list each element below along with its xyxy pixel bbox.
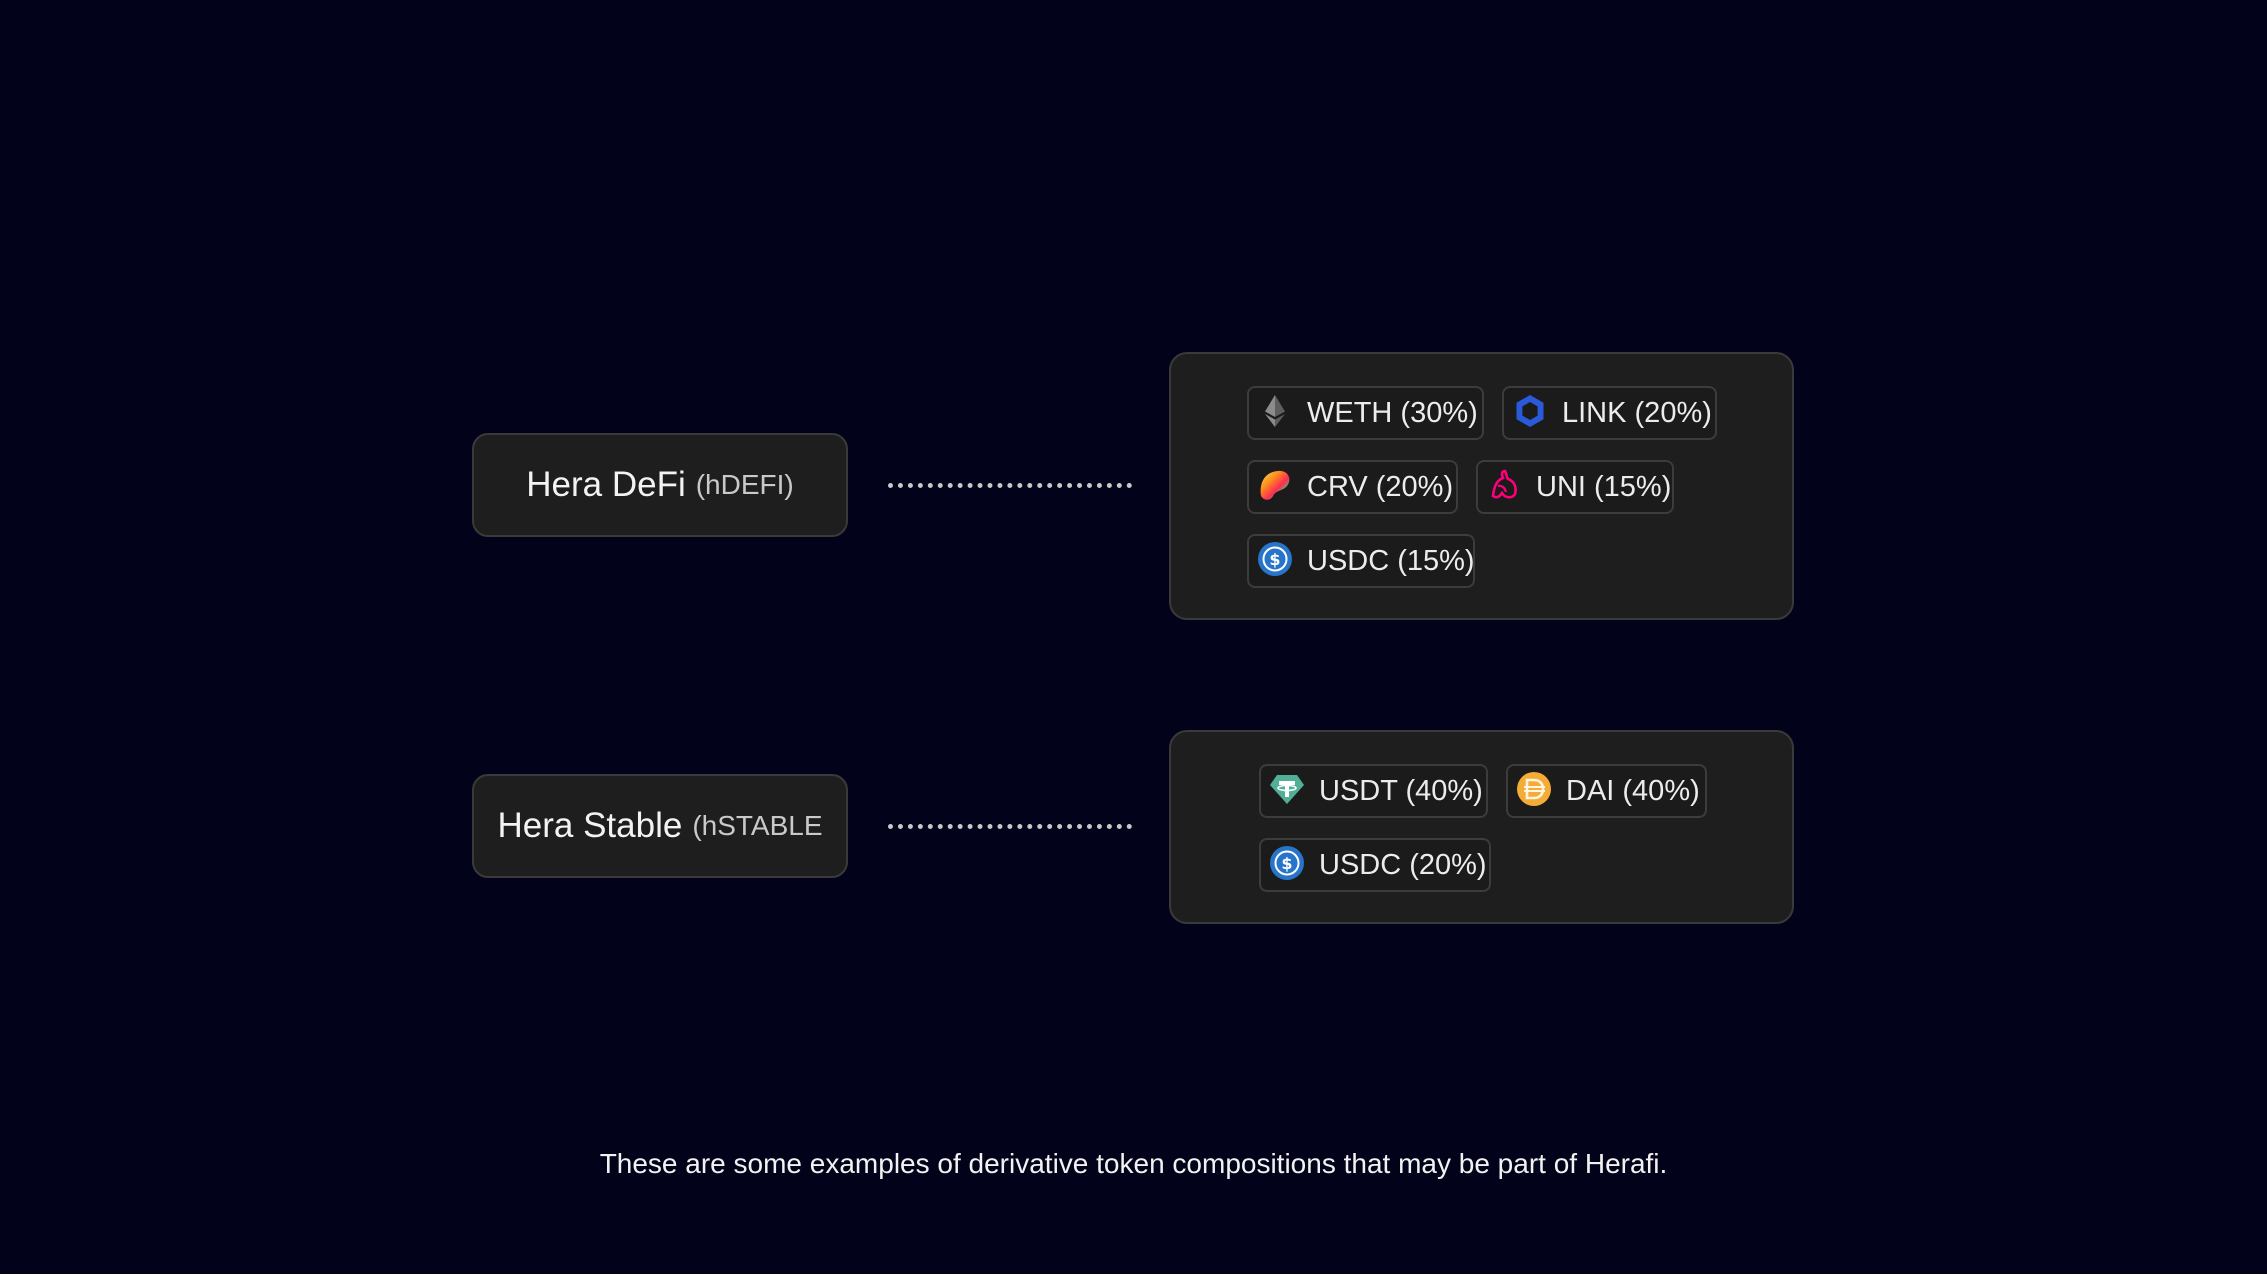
index-ticker: (hSTABLE <box>692 810 823 841</box>
usdc-icon: $ <box>1256 540 1294 583</box>
token-label: USDT (40%) <box>1319 774 1483 807</box>
token-label: DAI (40%) <box>1566 774 1700 807</box>
bottom-border <box>0 1274 2267 1276</box>
usdc-icon: $ <box>1268 844 1306 887</box>
token-chip-weth: WETH (30%) <box>1247 386 1484 440</box>
dai-icon <box>1515 770 1553 813</box>
crv-icon <box>1256 466 1294 509</box>
token-label: USDC (20%) <box>1319 848 1487 881</box>
usdt-icon <box>1268 770 1306 813</box>
svg-text:$: $ <box>1281 854 1292 873</box>
token-chip-usdc: $ USDC (15%) <box>1247 534 1475 588</box>
link-icon <box>1511 392 1549 435</box>
token-label: USDC (15%) <box>1307 544 1475 577</box>
index-name: Hera DeFi <box>526 465 686 504</box>
token-label: CRV (20%) <box>1307 470 1454 503</box>
connector-dotted-line <box>888 483 1132 488</box>
index-card-hera-stable: Hera Stable (hSTABLE <box>472 774 848 878</box>
index-card-hera-defi: Hera DeFi (hDEFI) <box>472 433 848 537</box>
token-chip-usdt: USDT (40%) <box>1259 764 1488 818</box>
composition-card-hera-defi: WETH (30%) LINK (20%) <box>1169 352 1794 620</box>
token-chip-crv: CRV (20%) <box>1247 460 1458 514</box>
token-chip-uni: UNI (15%) <box>1476 460 1674 514</box>
token-label: LINK (20%) <box>1562 396 1712 429</box>
caption: These are some examples of derivative to… <box>599 1148 1668 1179</box>
token-label: UNI (15%) <box>1536 470 1672 503</box>
connector-dotted-line <box>888 824 1132 829</box>
token-chip-link: LINK (20%) <box>1502 386 1717 440</box>
composition-card-hera-stable: USDT (40%) DAI (40%) $ USDC (20%) <box>1169 730 1794 924</box>
token-chip-dai: DAI (40%) <box>1506 764 1707 818</box>
index-name: Hera Stable <box>497 806 683 845</box>
svg-text:$: $ <box>1269 550 1280 569</box>
index-ticker: (hDEFI) <box>695 469 794 500</box>
token-label: WETH (30%) <box>1307 396 1478 429</box>
weth-icon <box>1256 392 1294 435</box>
token-chip-usdc: $ USDC (20%) <box>1259 838 1491 892</box>
uni-icon <box>1485 466 1523 509</box>
